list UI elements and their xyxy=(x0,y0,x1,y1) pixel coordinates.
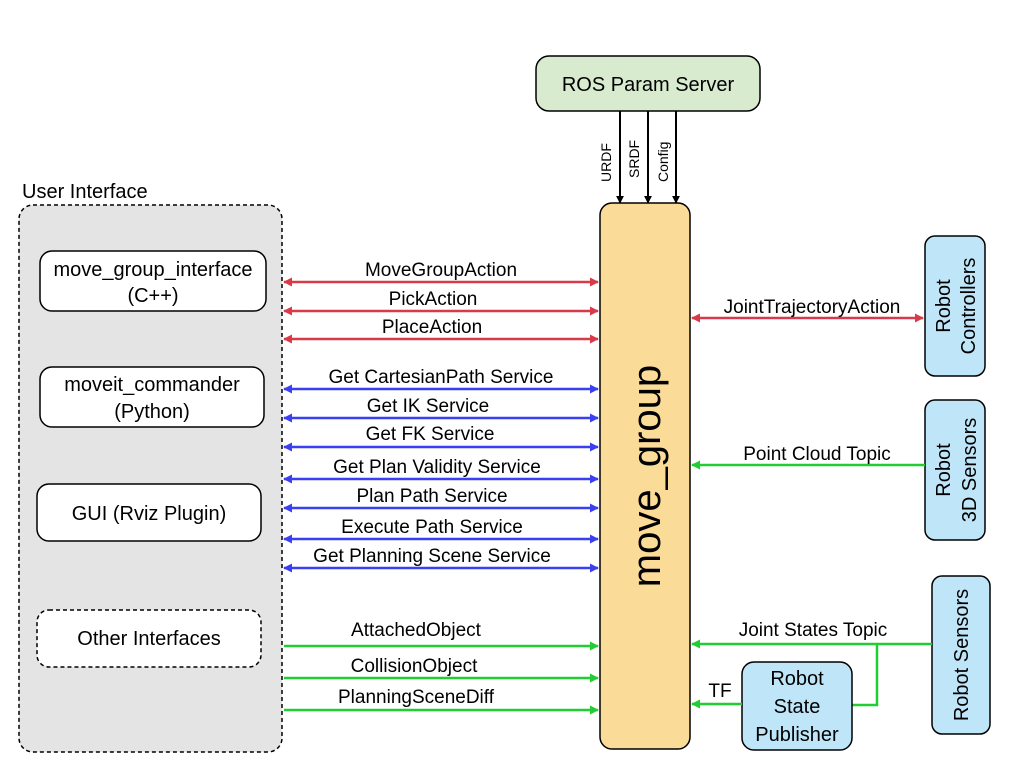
robot-controllers-line-2: Controllers xyxy=(958,258,980,355)
python-interface-box xyxy=(39,366,265,428)
point-cloud-topic-label: Point Cloud Topic xyxy=(743,444,891,465)
state-publisher-line-2: State xyxy=(774,696,821,718)
collision-object-label: CollisionObject xyxy=(351,656,478,677)
cpp-interface-line-2: (C++) xyxy=(127,285,178,307)
gui-box xyxy=(36,483,262,542)
user-interface-label: User Interface xyxy=(22,181,148,203)
other-interfaces-label: Other Interfaces xyxy=(77,628,220,650)
place-action-label: PlaceAction xyxy=(382,317,482,338)
gui-label: GUI (Rviz Plugin) xyxy=(72,503,226,525)
fk-service-label: Get FK Service xyxy=(366,424,495,445)
planning-scene-diff-label: PlanningSceneDiff xyxy=(338,687,495,708)
state-publisher-line-3: Publisher xyxy=(755,724,839,746)
move-group-action-label: MoveGroupAction xyxy=(365,260,517,281)
python-interface-line-1: moveit_commander xyxy=(64,374,240,396)
planning-scene-service-label: Get Planning Scene Service xyxy=(313,546,551,567)
state-publisher-line-1: Robot xyxy=(770,668,824,690)
cpp-interface-box xyxy=(39,250,267,312)
robot-sensors-box xyxy=(931,575,991,735)
robot-3d-sensors-box xyxy=(924,399,986,541)
execute-path-service-label: Execute Path Service xyxy=(341,517,523,538)
python-interface-line-2: (Python) xyxy=(114,401,190,423)
config-label: Config xyxy=(655,142,671,182)
robot-3d-sensors-line-2: 3D Sensors xyxy=(959,418,981,523)
joint-trajectory-action-label: JointTrajectoryAction xyxy=(724,297,901,318)
robot-3d-sensors-line-1: Robot xyxy=(933,443,955,497)
urdf-label: URDF xyxy=(598,143,614,182)
joint-states-to-publisher-edge xyxy=(852,644,879,707)
move-group-box xyxy=(599,202,691,750)
robot-state-publisher-box xyxy=(741,661,853,751)
cpp-interface-line-1: move_group_interface xyxy=(53,259,252,281)
robot-sensors-label: Robot Sensors xyxy=(951,589,973,721)
pick-action-label: PickAction xyxy=(389,289,478,310)
robot-controllers-line-1: Robot xyxy=(933,279,955,333)
srdf-label: SRDF xyxy=(626,140,642,178)
other-interfaces-box xyxy=(36,609,262,668)
attached-object-label: AttachedObject xyxy=(351,620,482,641)
joint-states-topic-label: Joint States Topic xyxy=(739,620,888,641)
move-group-label: move_group xyxy=(625,365,669,587)
tf-label: TF xyxy=(708,681,731,702)
ik-service-label: Get IK Service xyxy=(367,396,490,417)
plan-path-service-label: Plan Path Service xyxy=(356,486,507,507)
param-server-label: ROS Param Server xyxy=(562,74,735,96)
plan-validity-service-label: Get Plan Validity Service xyxy=(333,457,541,478)
cartesian-path-service-label: Get CartesianPath Service xyxy=(329,367,554,388)
robot-controllers-box xyxy=(924,235,986,377)
